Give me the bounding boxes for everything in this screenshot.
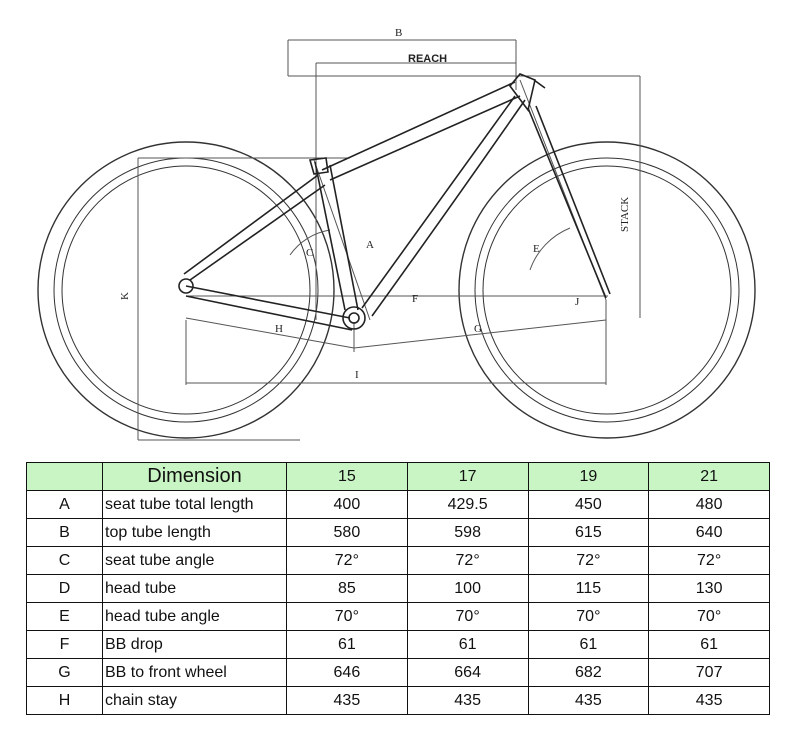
bike-frame xyxy=(178,73,611,331)
row-value: 70° xyxy=(286,602,408,631)
label-stack: STACK xyxy=(619,197,631,232)
row-key: H xyxy=(26,686,103,715)
row-key: G xyxy=(26,658,103,687)
header-size-21: 21 xyxy=(648,462,770,491)
row-value: 615 xyxy=(527,518,650,547)
row-dimension-name: top tube length xyxy=(102,518,287,547)
row-value: 70° xyxy=(527,602,650,631)
table-header-row: Dimension 15 17 19 21 xyxy=(26,462,770,491)
row-value: 61 xyxy=(286,630,408,659)
row-value: 70° xyxy=(648,602,770,631)
row-value: 682 xyxy=(527,658,650,687)
row-value: 664 xyxy=(406,658,529,687)
row-value: 450 xyxy=(527,490,650,519)
row-value: 100 xyxy=(406,574,529,603)
row-value: 435 xyxy=(648,686,770,715)
bike-geometry-svg: B REACH STACK K C A E F J H G I xyxy=(37,27,756,441)
row-value: 598 xyxy=(406,518,529,547)
row-value: 70° xyxy=(406,602,529,631)
bike-geometry-diagram: B REACH STACK K C A E F J H G I xyxy=(37,27,756,441)
row-value: 61 xyxy=(527,630,650,659)
row-value: 72° xyxy=(406,546,529,575)
row-key: A xyxy=(26,490,103,519)
row-key: F xyxy=(26,630,103,659)
header-dimension: Dimension xyxy=(102,462,287,491)
row-value: 72° xyxy=(527,546,650,575)
row-key: C xyxy=(26,546,103,575)
label-k: K xyxy=(119,292,131,300)
row-value: 646 xyxy=(286,658,408,687)
row-value: 435 xyxy=(406,686,529,715)
dimension-lines xyxy=(137,39,641,441)
row-dimension-name: seat tube angle xyxy=(102,546,287,575)
row-value: 435 xyxy=(286,686,408,715)
rear-wheel xyxy=(37,141,335,439)
row-value: 640 xyxy=(648,518,770,547)
label-e: E xyxy=(533,243,540,255)
row-dimension-name: head tube xyxy=(102,574,287,603)
row-value: 115 xyxy=(527,574,650,603)
row-value: 72° xyxy=(286,546,408,575)
label-f: F xyxy=(412,293,418,305)
row-value: 480 xyxy=(648,490,770,519)
row-value: 72° xyxy=(648,546,770,575)
row-value: 580 xyxy=(286,518,408,547)
row-value: 435 xyxy=(527,686,650,715)
row-key: D xyxy=(26,574,103,603)
label-reach: REACH xyxy=(408,53,447,65)
label-g: G xyxy=(474,323,482,335)
row-dimension-name: seat tube total length xyxy=(102,490,287,519)
header-size-17: 17 xyxy=(406,462,529,491)
front-wheel xyxy=(458,141,756,439)
label-h: H xyxy=(275,323,283,335)
row-key: B xyxy=(26,518,103,547)
label-a: A xyxy=(366,239,374,251)
row-value: 707 xyxy=(648,658,770,687)
row-value: 429.5 xyxy=(406,490,529,519)
label-c: C xyxy=(306,247,313,259)
row-key: E xyxy=(26,602,103,631)
header-size-15: 15 xyxy=(286,462,408,491)
label-b: B xyxy=(395,27,402,39)
label-j: J xyxy=(575,296,580,308)
diagram-labels: B REACH STACK K C A E F J H G I xyxy=(119,27,631,381)
row-value: 85 xyxy=(286,574,408,603)
row-value: 61 xyxy=(406,630,529,659)
row-dimension-name: BB to front wheel xyxy=(102,658,287,687)
row-dimension-name: BB drop xyxy=(102,630,287,659)
header-size-19: 19 xyxy=(527,462,650,491)
row-value: 61 xyxy=(648,630,770,659)
row-value: 130 xyxy=(648,574,770,603)
label-i: I xyxy=(355,369,359,381)
row-dimension-name: head tube angle xyxy=(102,602,287,631)
header-key xyxy=(26,462,103,491)
row-value: 400 xyxy=(286,490,408,519)
row-dimension-name: chain stay xyxy=(102,686,287,715)
